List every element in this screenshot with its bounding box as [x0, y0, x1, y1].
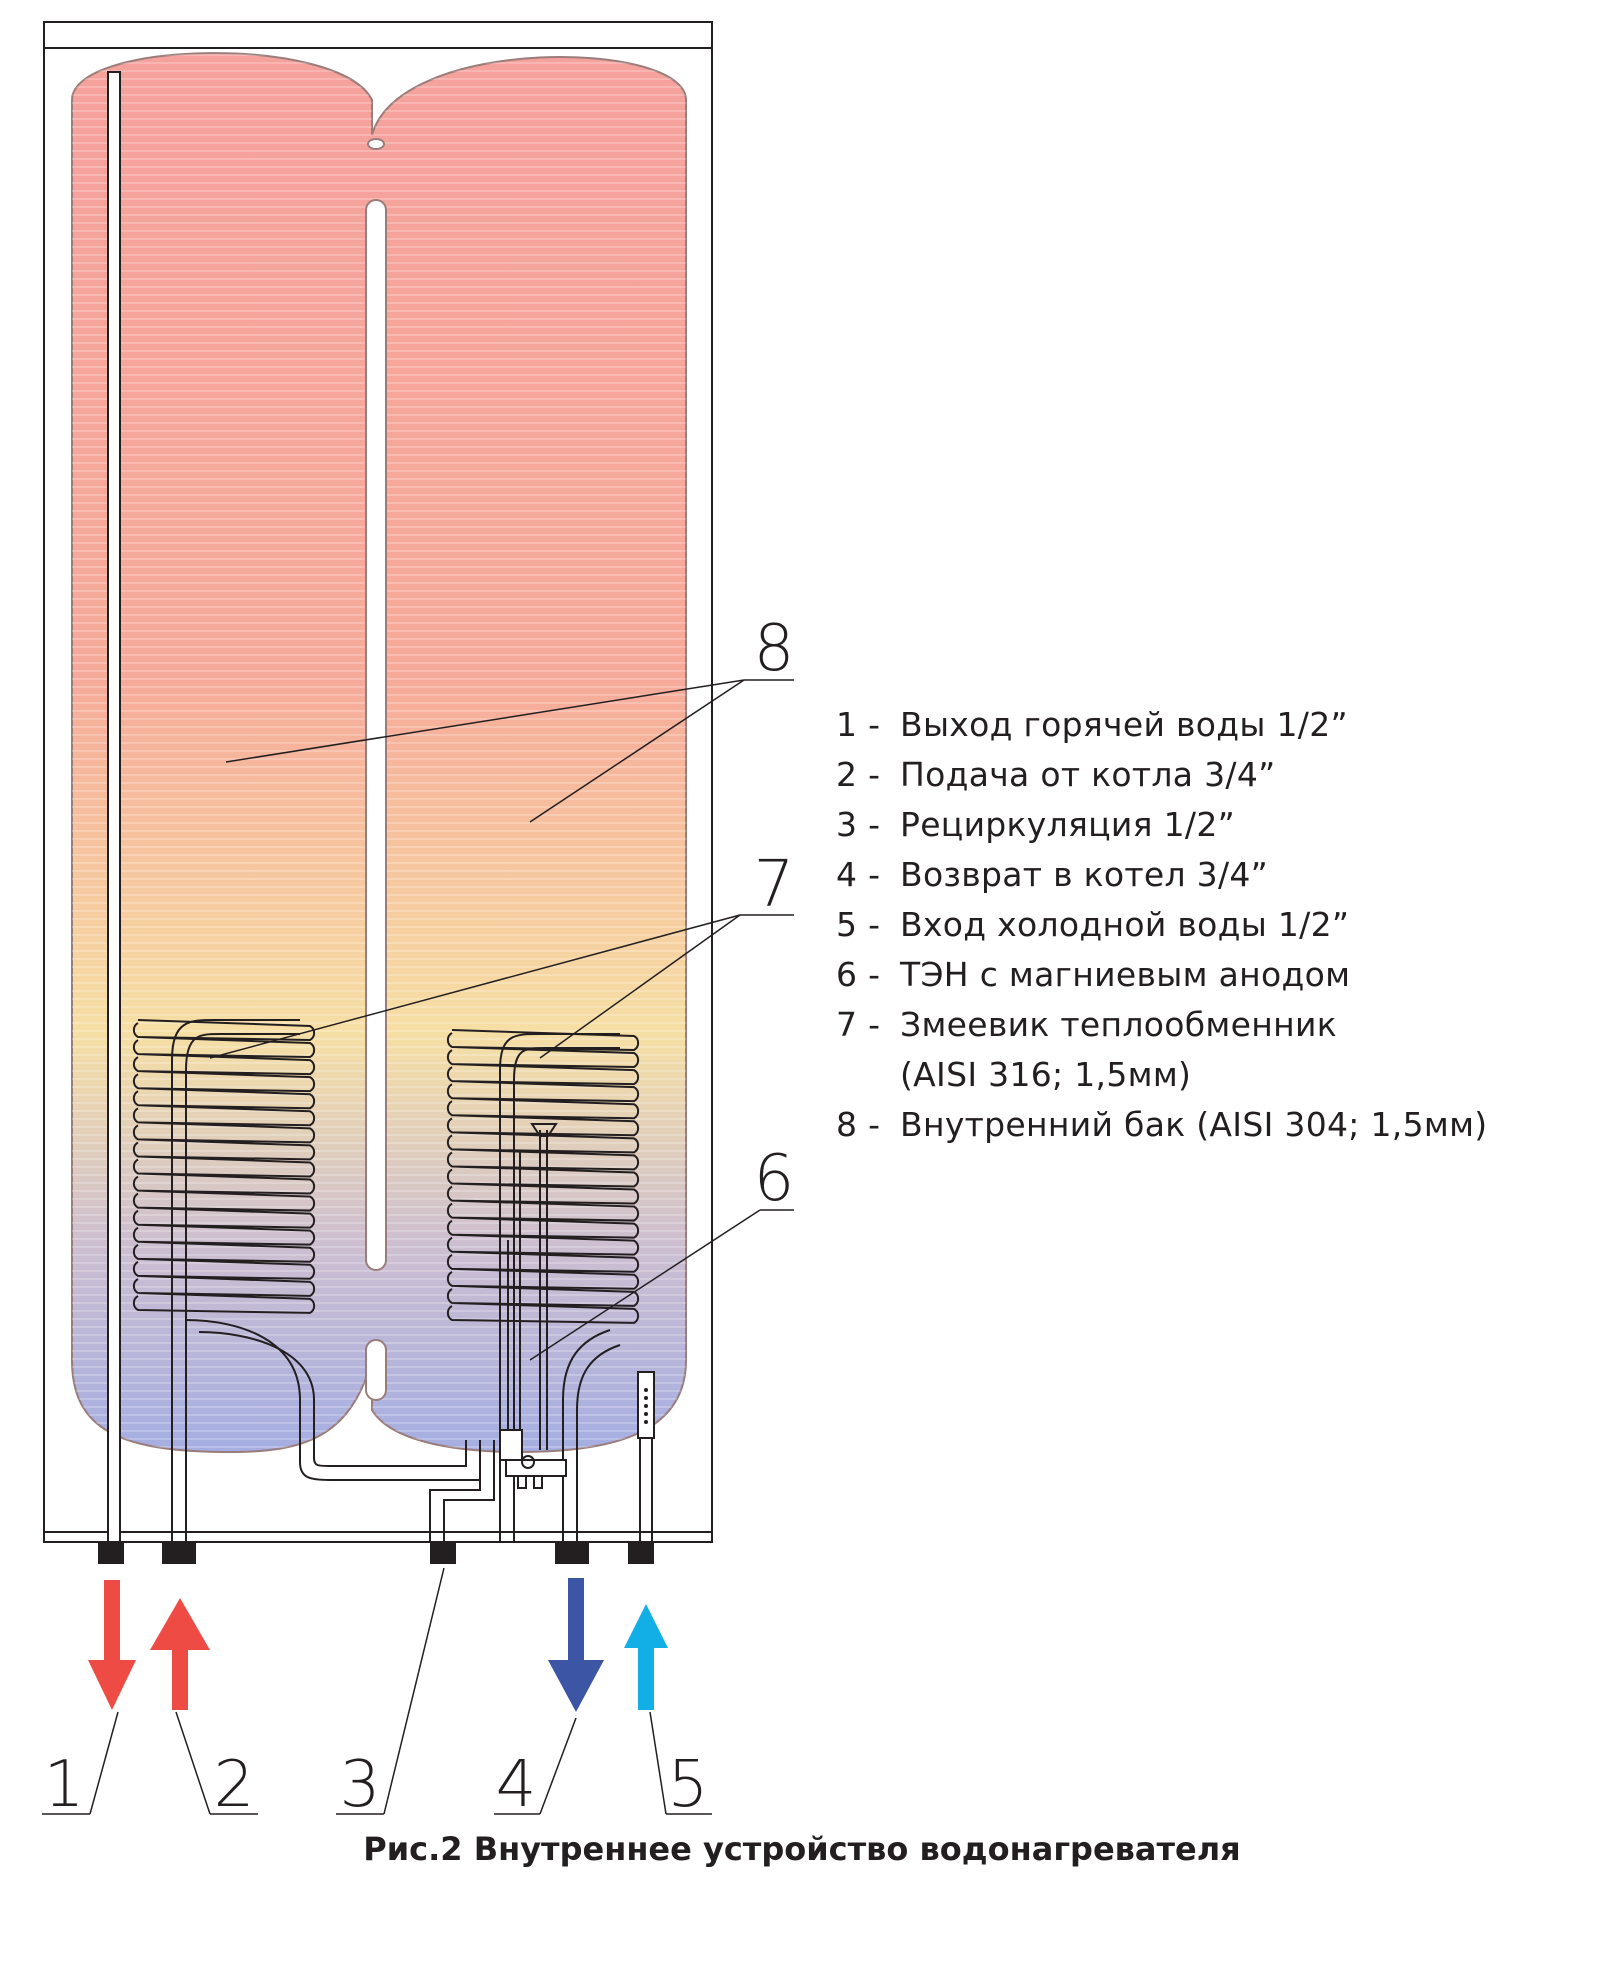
outlet-fittings	[98, 1542, 654, 1564]
sensor-tube	[637, 1371, 655, 1542]
legend-item: 6 - ТЭН с магниевым анодом	[836, 950, 1576, 1000]
callout-numbers: 1 2 3 4 5 6 7 8	[44, 612, 795, 1822]
callout-5: 5	[668, 1748, 709, 1822]
inner-tank	[71, 52, 687, 1543]
coil-pipes	[171, 1019, 621, 1542]
legend: 1 - Выход горячей воды 1/2” 2 - Подача от к…	[836, 700, 1576, 1150]
legend-text: Рециркуляция 1/2”	[900, 805, 1236, 844]
arrow-boiler-return	[548, 1578, 604, 1712]
arrow-hot-out	[88, 1580, 136, 1710]
legend-text: Выход горячей воды 1/2”	[900, 705, 1348, 744]
center-rod	[365, 199, 387, 1271]
heat-exchanger-coil-left	[132, 1019, 316, 1314]
legend-text: Вход холодной воды 1/2”	[900, 905, 1350, 944]
legend-item: 8 - Внутренний бак (AISI 304; 1,5мм)	[836, 1100, 1576, 1150]
legend-text: Возврат в котел 3/4”	[900, 855, 1269, 894]
callout-2: 2	[214, 1748, 255, 1822]
leader-lines	[42, 679, 794, 1815]
legend-number: 1 -	[836, 705, 881, 744]
legend-number: 6 -	[836, 955, 881, 994]
callout-3: 3	[340, 1748, 381, 1822]
legend-item: 2 - Подача от котла 3/4”	[836, 750, 1576, 800]
legend-item: 4 - Возврат в котел 3/4”	[836, 850, 1576, 900]
arrow-cold-in	[624, 1604, 668, 1710]
legend-number: 3 -	[836, 805, 881, 844]
hot-water-pipe	[107, 71, 121, 1543]
callout-4: 4	[496, 1748, 537, 1822]
legend-text: Подача от котла 3/4”	[900, 755, 1276, 794]
callout-8: 8	[754, 612, 795, 686]
callout-1: 1	[44, 1748, 85, 1822]
legend-number: 7 -	[836, 1005, 881, 1044]
legend-item: 3 - Рециркуляция 1/2”	[836, 800, 1576, 850]
legend-text: Внутренний бак (AISI 304; 1,5мм)	[900, 1105, 1488, 1144]
legend-item: 1 - Выход горячей воды 1/2”	[836, 700, 1576, 750]
callout-7: 7	[754, 848, 795, 922]
legend-number: 5 -	[836, 905, 881, 944]
legend-item: 7 - Змеевик теплообменник (AISI 316; 1,5м…	[836, 1000, 1576, 1100]
legend-number: 2 -	[836, 755, 881, 794]
heating-element	[499, 1123, 567, 1489]
figure-caption: Рис.2 Внутреннее устройство водонагреват…	[363, 1830, 1241, 1868]
legend-text: ТЭН с магниевым анодом	[900, 955, 1351, 994]
legend-item: 5 - Вход холодной воды 1/2”	[836, 900, 1576, 950]
arrow-boiler-supply	[150, 1598, 210, 1710]
callout-6: 6	[754, 1142, 795, 1216]
legend-text: Змеевик теплообменник (AISI 316; 1,5мм)	[900, 1005, 1337, 1094]
flow-arrows	[88, 1578, 668, 1712]
heat-exchanger-coil-right	[446, 1029, 640, 1324]
legend-number: 8 -	[836, 1105, 881, 1144]
legend-number: 4 -	[836, 855, 881, 894]
